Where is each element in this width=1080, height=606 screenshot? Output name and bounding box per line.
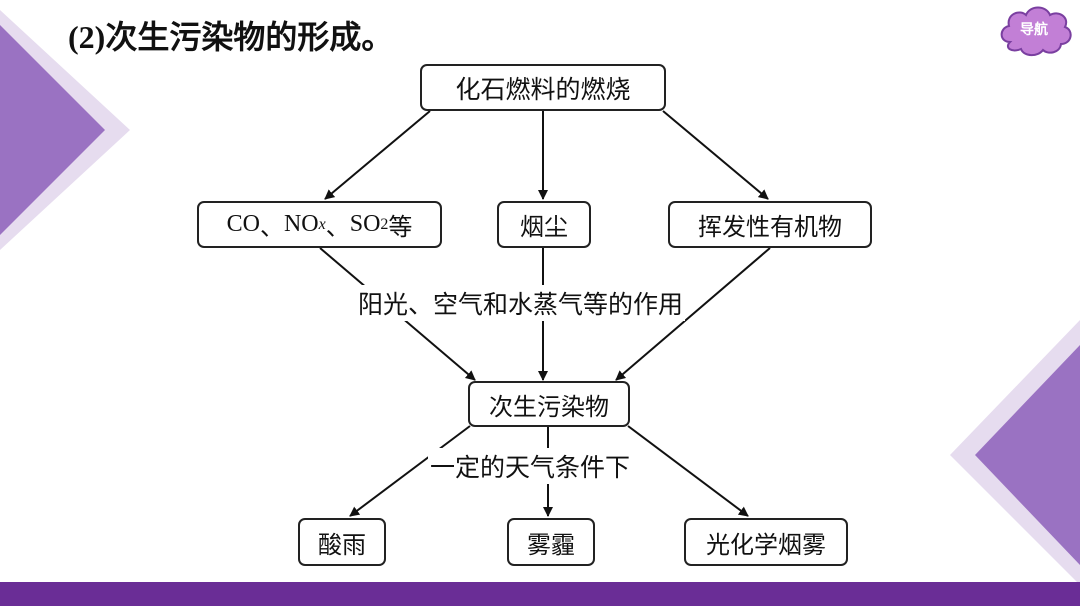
arrow-source-to-gases — [324, 110, 431, 200]
nav-button[interactable]: 导航 — [996, 2, 1072, 58]
nav-label: 导航 — [1020, 22, 1048, 38]
node-secondary-pollutants: 次生污染物 — [468, 381, 630, 427]
arrow-secondary-to-smog — [627, 425, 749, 517]
bottom-bar — [0, 582, 1080, 606]
cloud-icon — [1000, 6, 1072, 57]
arrow-source-to-voc — [662, 110, 769, 200]
node-fossil-fuel-combustion: 化石燃料的燃烧 — [420, 64, 666, 111]
node-dust: 烟尘 — [497, 201, 591, 248]
arrow-voc-to-secondary — [615, 247, 771, 381]
node-voc: 挥发性有机物 — [668, 201, 872, 248]
left-triangle — [0, 25, 105, 235]
node-photochemical-smog: 光化学烟雾 — [684, 518, 848, 566]
gas-co: CO — [226, 211, 260, 237]
slide-title: (2)次生污染物的形成。 — [68, 12, 393, 58]
node-acid-rain: 酸雨 — [298, 518, 386, 566]
node-haze: 雾霾 — [507, 518, 595, 566]
arrow-secondary-to-acid-rain — [349, 425, 471, 517]
gas-so: SO — [349, 211, 381, 237]
gas-tail: 等 — [388, 213, 413, 241]
title-text: 次生污染物的形成。 — [105, 18, 394, 56]
gas-so-subscript: 2 — [380, 215, 389, 233]
title-number: (2) — [68, 19, 106, 55]
gas-sep-1: 、 — [259, 213, 284, 241]
gas-sep-2: 、 — [325, 213, 350, 241]
condition-label: 一定的天气条件下 — [428, 448, 633, 484]
gas-no: NO — [283, 211, 319, 237]
right-triangle — [975, 345, 1080, 565]
process-label: 阳光、空气和水蒸气等的作用 — [356, 285, 686, 321]
gas-no-subscript: x — [318, 215, 326, 233]
